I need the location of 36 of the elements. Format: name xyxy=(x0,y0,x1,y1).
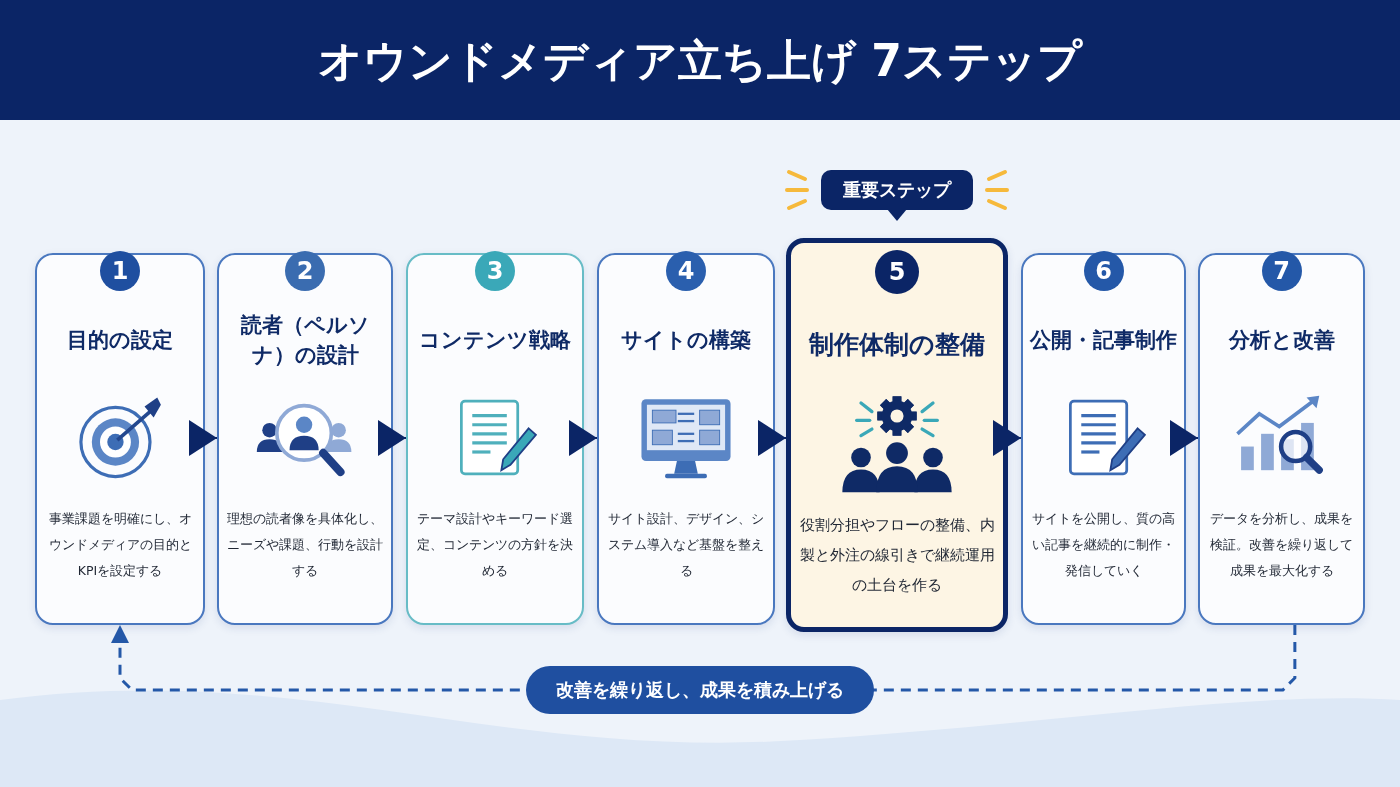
step-arrow xyxy=(1170,420,1199,456)
step-description: サイト設計、デザイン、システム導入など基盤を整える xyxy=(607,509,765,580)
step-arrow xyxy=(569,420,598,456)
step-card xyxy=(406,253,584,625)
step-number: 3 xyxy=(475,251,515,291)
step-title: 公開・記事制作 xyxy=(1029,327,1178,354)
edge-label: 改善を繰り返し、成果を積み上げる xyxy=(526,666,874,714)
step-title: コンテンツ戦略 xyxy=(418,327,572,354)
step-card xyxy=(597,253,775,625)
step-arrow xyxy=(993,420,1022,456)
step-description: 役割分担やフローの整備、内製と外注の線引きで継続運用の土台を作る xyxy=(799,515,995,596)
page-title: オウンドメディア立ち上げ 7ステップ xyxy=(317,36,1084,86)
step-description: 事業課題を明確にし、オウンドメディアの目的とKPIを設定する xyxy=(47,509,193,580)
step-number: 7 xyxy=(1261,251,1302,291)
step-description: テーマ設計やキーワード選定、コンテンツの方針を決める xyxy=(416,509,574,580)
step-description: 理想の読者像を具体化し、ニーズや課題、行動を設計する xyxy=(227,509,383,580)
step-card xyxy=(786,238,1008,632)
step-title: 読者（ペルソナ）の設計 xyxy=(239,312,371,369)
step-description: サイトを公開し、質の高い記事を継続的に制作・発信していく xyxy=(1031,509,1176,580)
step-number: 6 xyxy=(1083,251,1124,291)
step-title: 分析と改善 xyxy=(1227,327,1336,354)
step-description: データを分析し、成果を検証。改善を繰り返して成果を最大化する xyxy=(1209,509,1354,580)
step-number: 5 xyxy=(875,250,919,294)
step-arrow xyxy=(758,420,787,456)
step-number: 1 xyxy=(100,251,140,291)
step-arrow xyxy=(378,420,407,456)
step-arrow xyxy=(189,420,218,456)
step-number: 2 xyxy=(285,251,325,291)
step-number: 4 xyxy=(666,251,706,291)
step-title: サイトの構築 xyxy=(620,327,752,354)
step-card xyxy=(35,253,205,625)
step-title: 目的の設定 xyxy=(66,327,174,354)
step-card xyxy=(1021,253,1186,625)
step-title: 制作体制の整備 xyxy=(807,329,986,361)
step-card xyxy=(217,253,393,625)
step-card xyxy=(1198,253,1365,625)
